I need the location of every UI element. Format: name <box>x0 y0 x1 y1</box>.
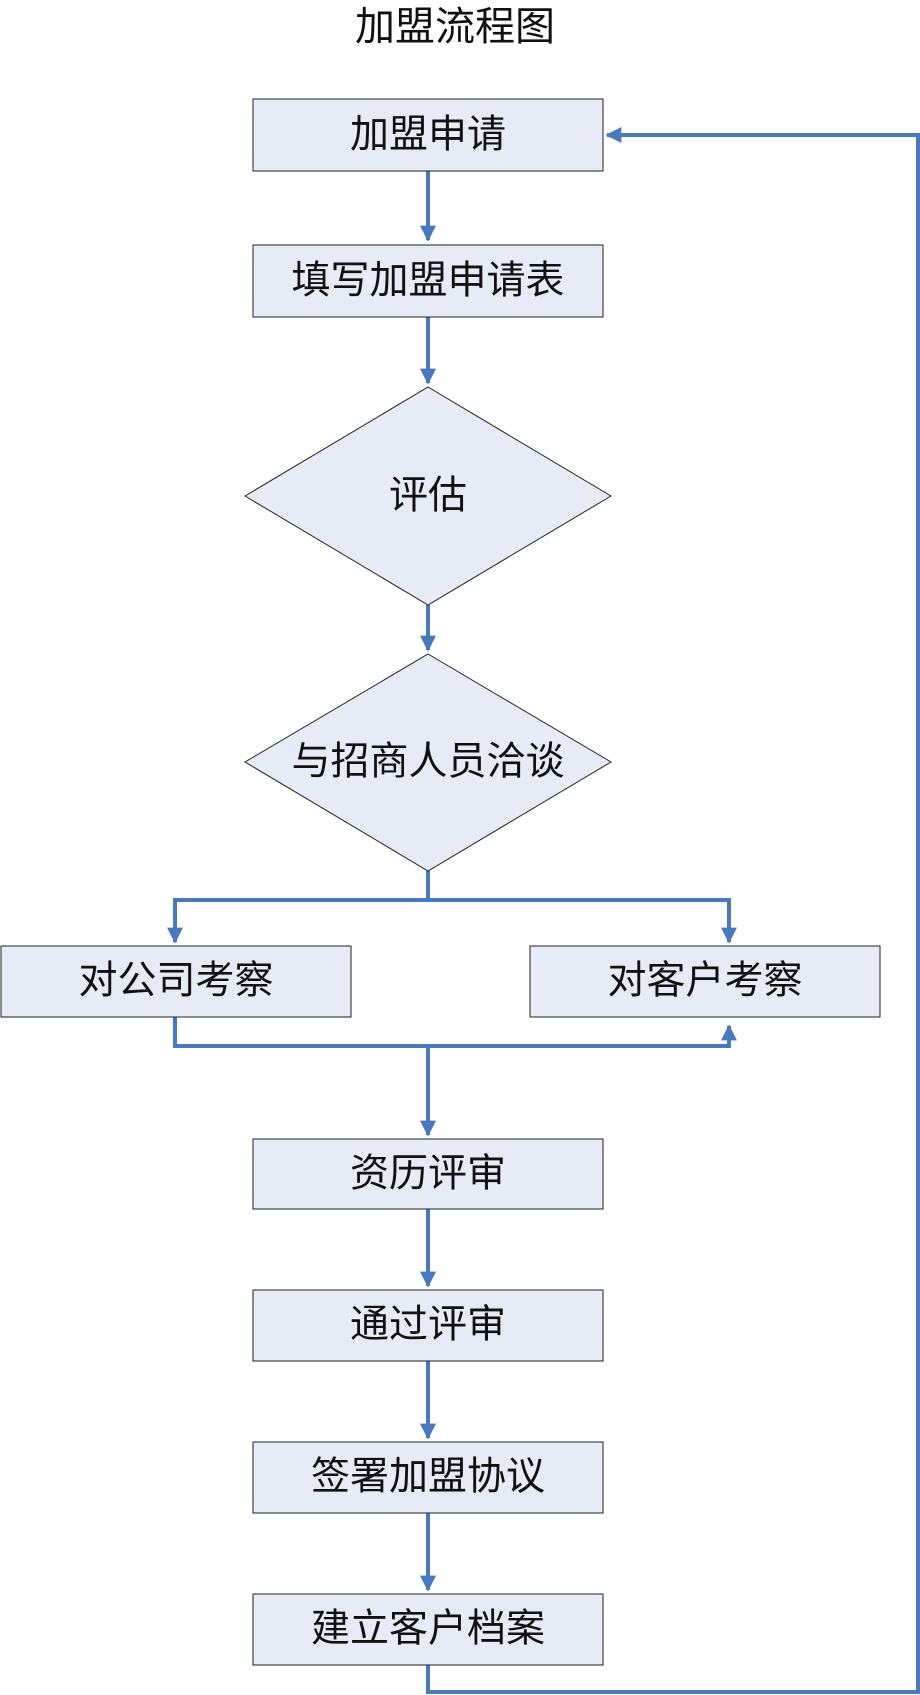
node-fill-form-box <box>252 244 604 318</box>
node-inspect-client: 对客户考察 <box>529 945 881 1018</box>
split-line-negotiate <box>167 871 430 944</box>
node-inspect-client-box <box>529 945 881 1018</box>
node-sign-agreement: 签署加盟协议 <box>252 1441 604 1514</box>
diagram-title: 加盟流程图 <box>355 4 555 50</box>
node-inspect-company-box <box>0 945 352 1018</box>
node-negotiate-label: 与招商人员洽谈 <box>291 740 564 785</box>
node-negotiate: 与招商人员洽谈 <box>244 653 612 872</box>
node-create-record-label: 建立客户档案 <box>311 1607 545 1652</box>
node-qualification-review: 资历评审 <box>252 1138 604 1210</box>
node-create-record: 建立客户档案 <box>252 1593 604 1666</box>
node-fill-form-label: 填写加盟申请表 <box>291 259 564 304</box>
node-pass-review: 通过评审 <box>252 1289 604 1362</box>
node-inspect-client-label: 对客户考察 <box>607 959 802 1004</box>
node-create-record-box <box>252 1593 604 1666</box>
feedback-loop-to-application <box>426 127 920 1694</box>
node-evaluate-diamond <box>244 386 612 606</box>
node-pass-review-box <box>252 1289 604 1362</box>
node-qualification-review-box <box>252 1138 604 1210</box>
node-negotiate-diamond <box>244 653 612 872</box>
node-qualification-review-label: 资历评审 <box>350 1152 506 1197</box>
node-application-label: 加盟申请 <box>350 113 506 158</box>
node-evaluate-label: 评估 <box>389 474 467 519</box>
node-sign-agreement-label: 签署加盟协议 <box>311 1455 545 1500</box>
node-sign-agreement-box <box>252 1441 604 1514</box>
node-inspect-company: 对公司考察 <box>0 945 352 1018</box>
node-pass-review-label: 通过评审 <box>350 1303 506 1348</box>
split-line-negotiate-right <box>428 898 737 944</box>
merge-line-inspections <box>173 1017 737 1048</box>
node-application: 加盟申请 <box>252 98 604 172</box>
node-evaluate: 评估 <box>244 386 612 606</box>
node-fill-form: 填写加盟申请表 <box>252 244 604 318</box>
node-application-box <box>252 98 604 172</box>
connectors <box>167 127 920 1694</box>
node-inspect-company-label: 对公司考察 <box>78 959 273 1004</box>
